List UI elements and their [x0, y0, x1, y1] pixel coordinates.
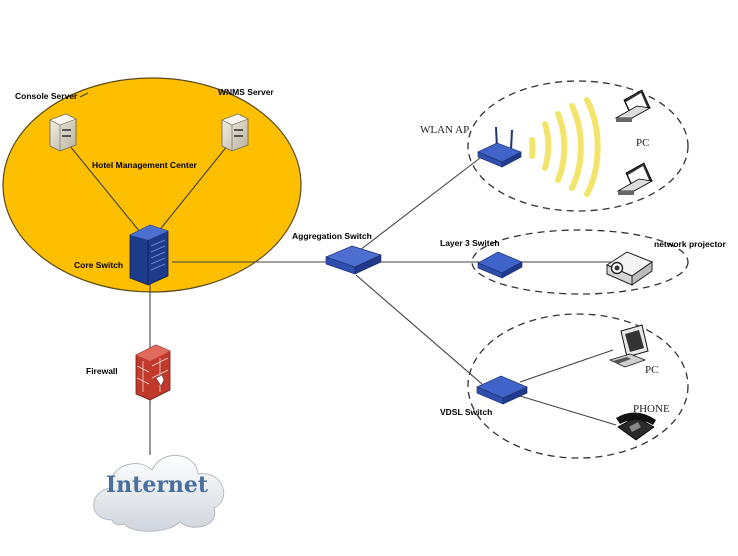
aggregation-switch-label: Aggregation Switch [292, 231, 372, 241]
layer3-switch-icon [477, 251, 523, 279]
phone-label: PHONE [633, 403, 670, 415]
desktop-pc-icon [608, 324, 649, 368]
laptop-icon [614, 89, 652, 122]
wnms-server-label: WNMS Server [218, 87, 274, 97]
network-projector-label: network projector [654, 239, 726, 249]
vdsl-zone [467, 313, 689, 459]
console-server-icon [49, 113, 77, 152]
wired-pc-label: PC [645, 364, 658, 376]
vdsl-switch-icon [476, 375, 528, 405]
wireless-pc-label: PC [636, 137, 649, 149]
laptop-icon [616, 162, 654, 195]
internet-label: Internet [106, 472, 209, 498]
firewall-label: Firewall [86, 366, 118, 376]
console-server-label: Console Server [15, 91, 78, 101]
core-switch-label: Core Switch [74, 260, 123, 270]
core-switch-icon [129, 224, 169, 286]
wlan-ap-label: WLAN AP [420, 124, 469, 136]
layer3-switch-label: Layer 3 Switch [440, 238, 500, 248]
vdsl-switch-label: VDSL Switch [440, 407, 492, 417]
network-projector-icon [605, 251, 654, 286]
telephone-icon [616, 412, 656, 441]
wlan-ap-icon [477, 126, 522, 168]
internet-cloud-icon [93, 454, 225, 532]
connection-lines [64, 92, 617, 455]
wlan-zone [467, 80, 689, 212]
wnms-server-icon [221, 113, 249, 152]
firewall-icon [135, 344, 171, 401]
layer3-zone [471, 229, 689, 295]
aggregation-switch-icon [325, 245, 382, 275]
wifi-signal-icon [529, 97, 601, 197]
hotel-management-label: Hotel Management Center [92, 160, 198, 170]
